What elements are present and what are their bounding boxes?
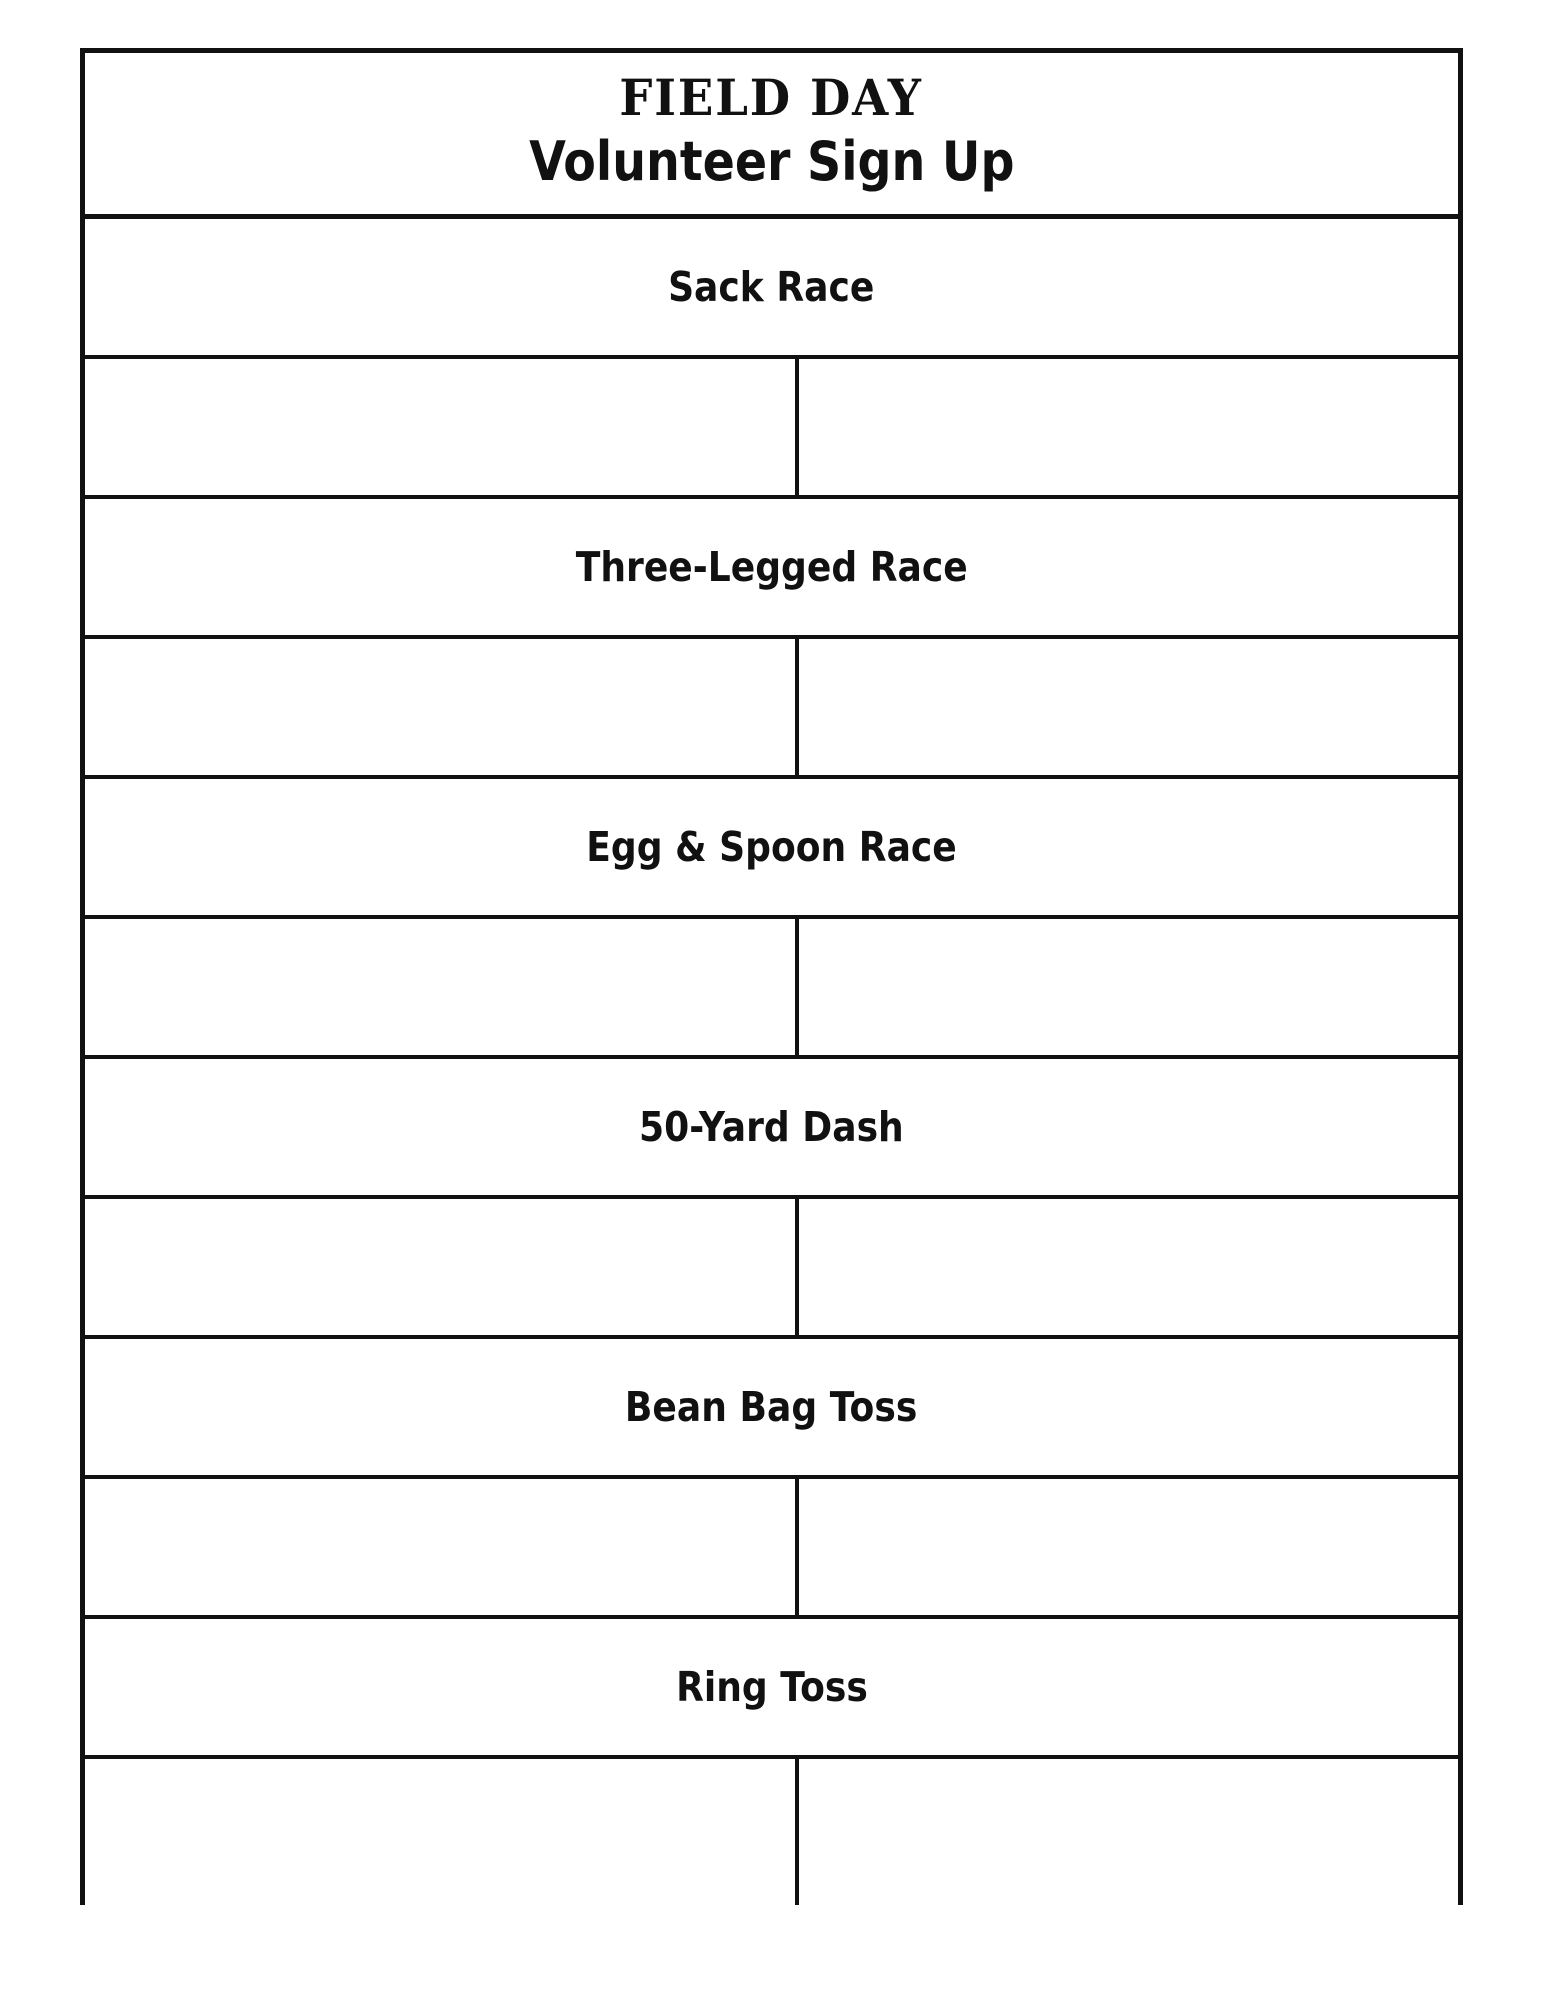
activity-label: Ring Toss bbox=[675, 1663, 868, 1711]
volunteer-notes-field[interactable] bbox=[799, 1479, 1458, 1615]
table-row bbox=[85, 1479, 1458, 1619]
table-row bbox=[85, 1199, 1458, 1339]
activity-title-row: Three-Legged Race bbox=[85, 499, 1458, 639]
volunteer-name-field[interactable] bbox=[85, 1199, 799, 1335]
volunteer-name-field[interactable] bbox=[85, 1759, 799, 1905]
table-row bbox=[85, 359, 1458, 499]
volunteer-name-field[interactable] bbox=[85, 639, 799, 775]
volunteer-name-field[interactable] bbox=[85, 1479, 799, 1615]
volunteer-notes-field[interactable] bbox=[799, 1759, 1458, 1905]
activity-label: Three-Legged Race bbox=[575, 543, 968, 591]
activity-title-row: Sack Race bbox=[85, 219, 1458, 359]
page-subtitle: Volunteer Sign Up bbox=[528, 129, 1015, 193]
table-row bbox=[85, 1759, 1458, 1905]
activity-title-row: Bean Bag Toss bbox=[85, 1339, 1458, 1479]
table-row bbox=[85, 919, 1458, 1059]
activity-label: 50-Yard Dash bbox=[639, 1103, 904, 1151]
page-title: FIELD DAY bbox=[619, 67, 924, 127]
volunteer-name-field[interactable] bbox=[85, 919, 799, 1055]
activity-label: Sack Race bbox=[668, 263, 875, 311]
activity-title-row: Egg & Spoon Race bbox=[85, 779, 1458, 919]
activity-label: Bean Bag Toss bbox=[625, 1383, 918, 1431]
volunteer-notes-field[interactable] bbox=[799, 639, 1458, 775]
activity-title-row: 50-Yard Dash bbox=[85, 1059, 1458, 1199]
volunteer-notes-field[interactable] bbox=[799, 919, 1458, 1055]
sheet-header: FIELD DAY Volunteer Sign Up bbox=[85, 53, 1458, 219]
volunteer-notes-field[interactable] bbox=[799, 359, 1458, 495]
signup-table: FIELD DAY Volunteer Sign Up Sack Race Th… bbox=[80, 48, 1463, 1905]
activity-title-row: Ring Toss bbox=[85, 1619, 1458, 1759]
activity-label: Egg & Spoon Race bbox=[586, 823, 957, 871]
table-row bbox=[85, 639, 1458, 779]
volunteer-notes-field[interactable] bbox=[799, 1199, 1458, 1335]
volunteer-name-field[interactable] bbox=[85, 359, 799, 495]
